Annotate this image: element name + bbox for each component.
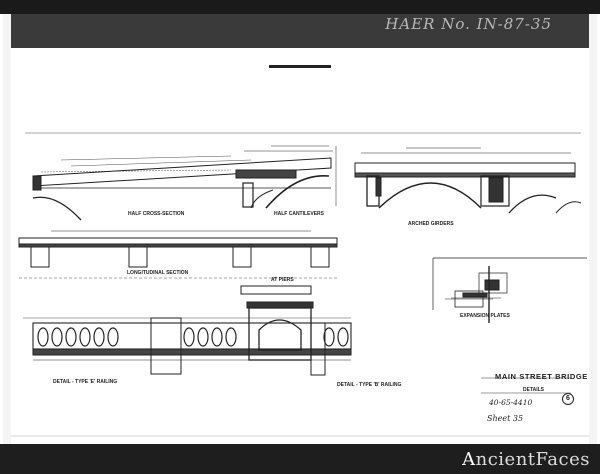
label-at-piers: AT PIERS — [271, 277, 294, 283]
railing-detail-drawing — [23, 285, 352, 376]
title-block-number: 40-65-4410 — [489, 398, 533, 407]
label-half-cantilevers: HALF CANTILEVERS — [274, 211, 324, 217]
arched-girders-drawing — [354, 147, 582, 214]
half-cross-section-drawing — [32, 145, 337, 221]
side-detail-drawing — [432, 257, 587, 323]
expansion-plates-drawing — [451, 292, 501, 299]
drawing-mark — [269, 65, 331, 68]
header-strip — [11, 14, 589, 48]
title-block-subtitle: DETAILS — [523, 387, 545, 393]
haer-call-number: HAER No. IN-87-35 — [385, 15, 552, 33]
title-block-name: MAIN STREET BRIDGE — [495, 372, 588, 381]
label-detail-type-b-railing: DETAIL - TYPE 'B' RAILING — [337, 382, 402, 388]
label-arched-girders: ARCHED GIRDERS — [408, 221, 454, 227]
sheet-circle-number: 6 — [562, 393, 574, 405]
blueprint-drawing — [11, 65, 589, 437]
drawing-sheet: HALF CROSS-SECTION HALF CANTILEVERS ARCH… — [11, 48, 589, 444]
ancientfaces-watermark: AncientFaces — [462, 449, 590, 470]
label-half-cross-section: HALF CROSS-SECTION — [128, 211, 185, 217]
sheet-note: Sheet 35 — [487, 414, 524, 423]
footer-bar — [0, 444, 600, 474]
longitudinal-section-drawing — [18, 230, 338, 279]
label-expansion-plates: EXPANSION PLATES — [460, 313, 510, 319]
label-detail-type-e-railing: DETAIL - TYPE 'E' RAILING — [53, 379, 118, 385]
label-longitudinal-section: LONGITUDINAL SECTION — [127, 270, 189, 276]
top-border — [0, 0, 600, 14]
